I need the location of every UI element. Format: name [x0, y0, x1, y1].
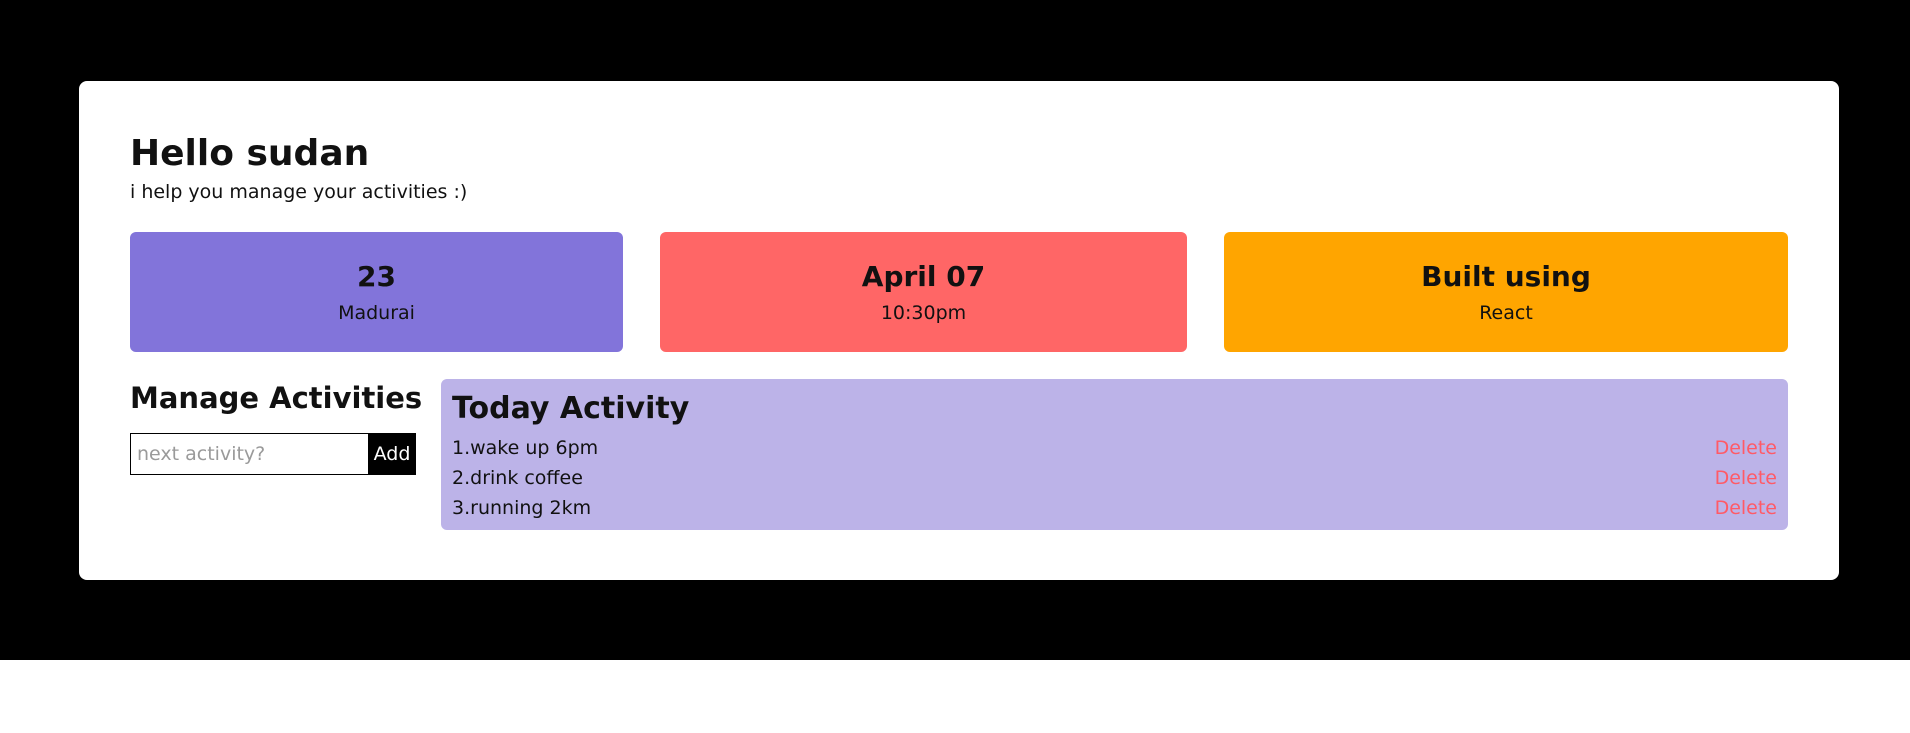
framework-label: React	[1479, 302, 1533, 324]
list-item: 3.running 2km Delete	[452, 493, 1777, 523]
greeting-subtitle: i help you manage your activities :)	[130, 181, 468, 203]
activity-list: 1.wake up 6pm Delete 2.drink coffee Dele…	[452, 433, 1777, 523]
activity-text: 1.wake up 6pm	[452, 437, 599, 459]
activity-input[interactable]	[130, 433, 368, 475]
manage-activities-title: Manage Activities	[130, 381, 423, 415]
location-label: Madurai	[338, 302, 415, 324]
built-using-label: Built using	[1421, 260, 1591, 293]
date-tile: April 07 10:30pm	[660, 232, 1187, 352]
main-card: Hello sudan i help you manage your activ…	[79, 81, 1839, 580]
temperature-value: 23	[357, 260, 396, 293]
today-activity-title: Today Activity	[452, 391, 690, 426]
built-using-tile: Built using React	[1224, 232, 1788, 352]
delete-button[interactable]: Delete	[1714, 467, 1777, 489]
today-activity-panel: Today Activity 1.wake up 6pm Delete 2.dr…	[441, 379, 1788, 530]
weather-tile: 23 Madurai	[130, 232, 623, 352]
delete-button[interactable]: Delete	[1714, 437, 1777, 459]
add-activity-form: Add	[130, 433, 416, 475]
add-button[interactable]: Add	[368, 433, 416, 475]
time-value: 10:30pm	[880, 302, 967, 324]
list-item: 2.drink coffee Delete	[452, 463, 1777, 493]
list-item: 1.wake up 6pm Delete	[452, 433, 1777, 463]
delete-button[interactable]: Delete	[1714, 497, 1777, 519]
date-value: April 07	[861, 260, 986, 293]
activity-text: 2.drink coffee	[452, 467, 583, 489]
greeting-title: Hello sudan	[130, 133, 370, 174]
activity-text: 3.running 2km	[452, 497, 592, 519]
